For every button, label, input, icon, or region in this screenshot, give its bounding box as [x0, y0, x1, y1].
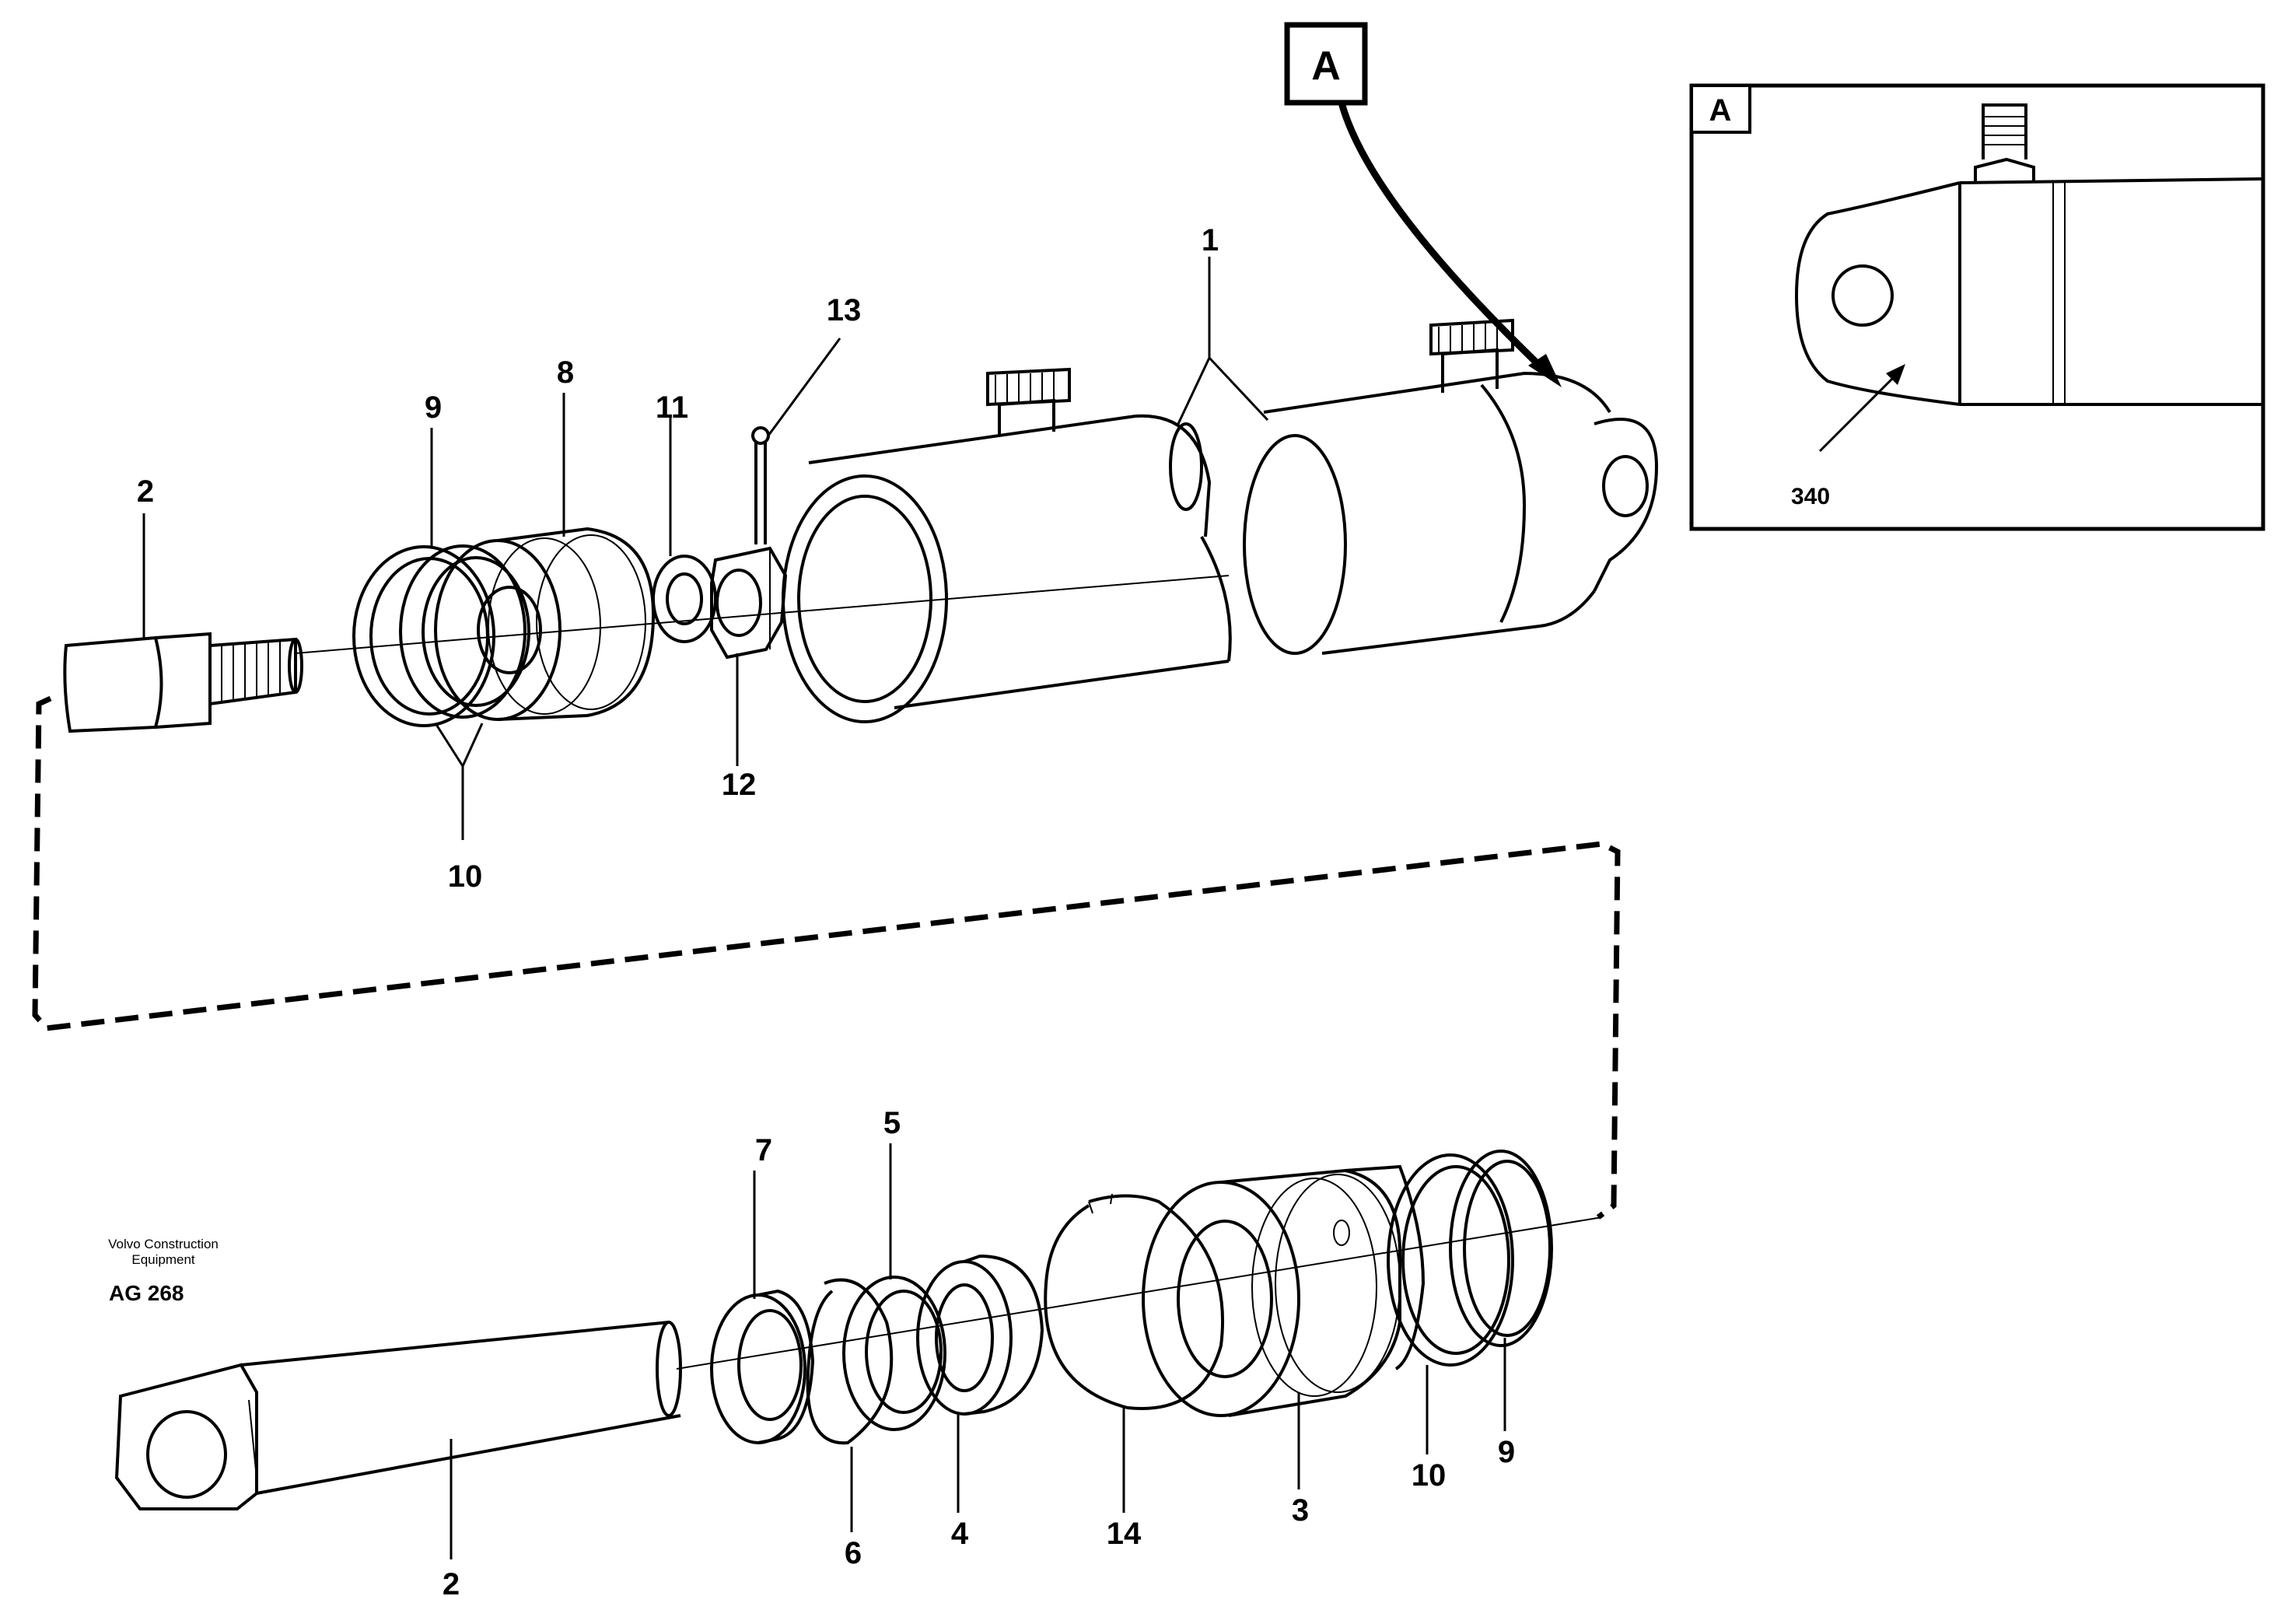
guide-bush: [710, 1289, 815, 1444]
label-part-7-bottom: 7: [755, 1133, 772, 1167]
top-leader-lines: [142, 257, 1269, 840]
lock-ring-small: [806, 1278, 894, 1445]
castle-nut: [710, 546, 788, 660]
label-part-9-top: 9: [425, 390, 442, 425]
callout-a-letter: A: [1311, 44, 1341, 89]
seal-rings-top: [352, 544, 530, 727]
label-part-8-top: 8: [557, 355, 574, 390]
detail-a-inset: A 340: [1689, 83, 2265, 531]
cotter-pin: [751, 426, 770, 544]
label-part-6-bottom: 6: [845, 1536, 862, 1570]
label-part-2-bottom: 2: [443, 1567, 460, 1601]
top-part-labels: 2 9 8 11 13 1 12 10: [137, 223, 1219, 894]
label-part-1-top: 1: [1202, 223, 1219, 257]
piston: [434, 527, 656, 721]
bottom-assembly-axis: [676, 1216, 1603, 1370]
label-part-2-top: 2: [137, 474, 154, 509]
label-part-3-bottom: 3: [1292, 1493, 1309, 1528]
detail-a-number: 340: [1791, 484, 1830, 509]
seal-rings-bottom: [1387, 1150, 1553, 1367]
bottom-part-labels: 7 5 6 4 14 3 10 9 2: [443, 1106, 1515, 1601]
dashed-connector: [32, 695, 1621, 1220]
cylinder-tube-front: [782, 367, 1232, 723]
label-part-14-bottom: 14: [1107, 1517, 1142, 1551]
bushing: [916, 1254, 1044, 1416]
washer: [652, 555, 717, 643]
label-part-4-bottom: 4: [951, 1517, 969, 1551]
label-part-5-bottom: 5: [883, 1106, 901, 1140]
label-part-11-top: 11: [656, 390, 688, 425]
bottom-leader-lines: [450, 1143, 1506, 1559]
label-part-9-bottom: 9: [1498, 1435, 1515, 1469]
wiper: [842, 1276, 946, 1431]
cylinder-tube-rear: [1243, 318, 1659, 655]
callout-a: A: [1284, 22, 1562, 387]
brand-line-1: Volvo Construction: [108, 1237, 219, 1251]
snap-ring-large: [1044, 1193, 1225, 1410]
top-assembly-axis: [295, 575, 1230, 654]
label-part-13-top: 13: [827, 293, 862, 327]
piston-rod-end: [63, 632, 303, 733]
brand-block: Volvo Construction Equipment AG 268: [108, 1237, 219, 1305]
label-part-10-top: 10: [448, 859, 483, 894]
label-part-10-bottom: 10: [1412, 1458, 1447, 1493]
label-part-12-top: 12: [722, 768, 757, 802]
drawing-code: AG 268: [109, 1281, 184, 1305]
brand-line-2: Equipment: [131, 1252, 195, 1267]
detail-a-letter: A: [1709, 93, 1732, 128]
piston-rod: [114, 1321, 682, 1510]
cylinder-head: [1142, 1164, 1426, 1417]
